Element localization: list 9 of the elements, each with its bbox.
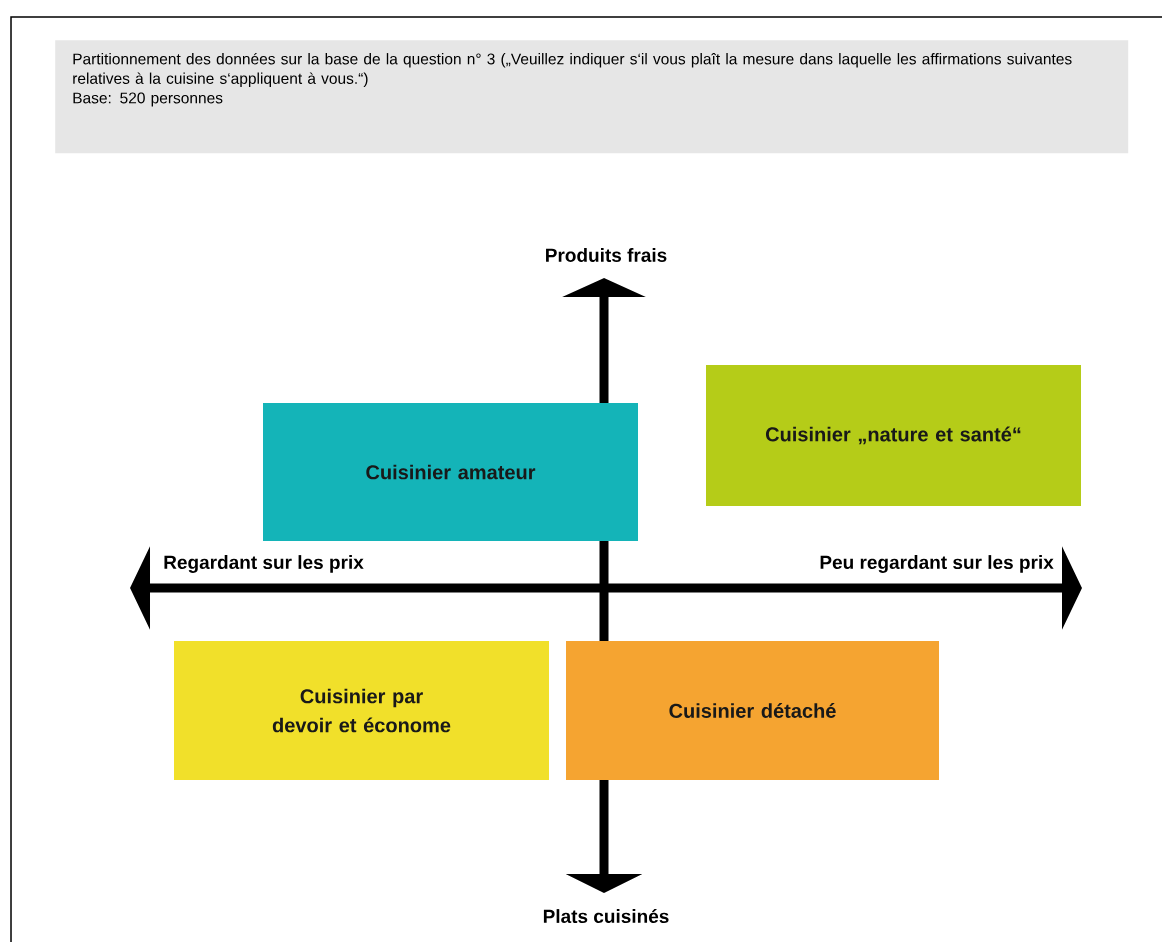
axis-label: Plats cuisinés: [543, 908, 669, 924]
axis-label: Peu regardant sur les prix: [820, 555, 1054, 573]
quadrant-box: Cuisinier par devoir et économe: [174, 641, 549, 780]
header-box: Partitionnement des données sur la base de la question n° 3 („Veuillez indiquer s‘il vous plaît la mesure dans laquelle les affirmations suivantes relatives à la cuisine s‘appliquent à vous.“) Base: 520 personnes: [55, 40, 1129, 154]
axis-label: Regardant sur les prix: [164, 555, 364, 573]
axis-label: Produits frais: [546, 248, 667, 262]
quadrant-box: Cuisinier „nature et santé“: [706, 365, 1081, 506]
quadrant-box: Cuisinier détaché: [566, 641, 939, 780]
quadrant-box: Cuisinier amateur: [263, 403, 638, 541]
